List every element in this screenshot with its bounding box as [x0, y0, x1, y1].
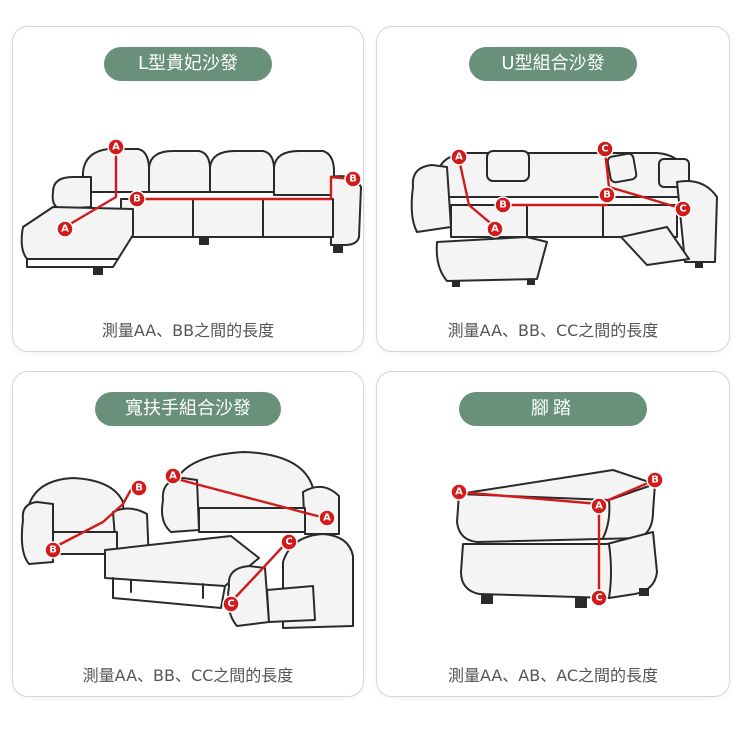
svg-text:B: B — [499, 200, 507, 211]
panel-l-shaped-sofa: L型貴妃沙發 A A B B 測量AA、BB之間的長度 — [12, 26, 364, 352]
svg-text:C: C — [595, 593, 602, 604]
svg-text:A: A — [491, 224, 499, 235]
panel-title: L型貴妃沙發 — [104, 47, 272, 81]
svg-text:A: A — [455, 152, 463, 163]
svg-text:B: B — [603, 190, 611, 201]
marker-b-left: B — [44, 541, 62, 559]
marker-a-left: A — [450, 483, 468, 501]
marker-b-left: B — [128, 190, 146, 208]
marker-a-bottom: A — [486, 220, 504, 238]
panel-title: 寬扶手組合沙發 — [95, 392, 281, 426]
svg-text:A: A — [595, 501, 603, 512]
svg-text:B: B — [133, 194, 141, 205]
marker-c-right: C — [674, 200, 692, 218]
u-shaped-sofa-illustration: A A B B C C — [410, 140, 718, 287]
svg-text:A: A — [112, 142, 120, 153]
marker-c-bottom: C — [222, 595, 240, 613]
svg-text:C: C — [285, 537, 292, 548]
svg-text:B: B — [135, 483, 143, 494]
svg-text:C: C — [227, 599, 234, 610]
panel-footstool: 腳踏 A A B C 測量AA、AB、AC之間的長度 — [376, 371, 730, 697]
l-shaped-sofa-illustration: A A B B — [20, 138, 362, 275]
svg-text:A: A — [61, 224, 69, 235]
panel-title: U型組合沙發 — [469, 47, 637, 81]
marker-a-corner: A — [590, 497, 608, 515]
svg-text:A: A — [169, 471, 177, 482]
marker-b-left: B — [494, 196, 512, 214]
svg-text:A: A — [323, 513, 331, 524]
marker-a-top: A — [107, 138, 125, 156]
marker-a-bottom: A — [56, 220, 74, 238]
wide-arm-sofa-illustration: B B A A C C — [20, 451, 354, 629]
svg-text:A: A — [455, 487, 463, 498]
marker-a-top: A — [450, 148, 468, 166]
svg-text:C: C — [601, 144, 608, 155]
marker-b-right: B — [646, 471, 664, 489]
svg-text:B: B — [349, 174, 357, 185]
marker-a-top: A — [164, 467, 182, 485]
marker-b-right: B — [598, 186, 616, 204]
marker-c-bottom: C — [590, 589, 608, 607]
footstool-illustration: A A B C — [450, 469, 664, 608]
marker-c-top: C — [596, 140, 614, 158]
svg-text:C: C — [679, 204, 686, 215]
panel-wide-arm-sofa: 寬扶手組合沙發 B B A A C C 測量AA、BB、CC之間的長度 — [12, 371, 364, 697]
marker-c-top: C — [280, 533, 298, 551]
panel-caption: 測量AA、AB、AC之間的長度 — [447, 666, 659, 685]
svg-text:B: B — [49, 545, 57, 556]
panel-u-shaped-sofa: U型組合沙發 A A B B C C 測量AA、BB、CC之間的長度 — [376, 26, 730, 352]
panel-caption: 測量AA、BB、CC之間的長度 — [82, 666, 294, 685]
marker-a-right: A — [318, 509, 336, 527]
svg-text:B: B — [651, 475, 659, 486]
panel-caption: 測量AA、BB、CC之間的長度 — [447, 321, 659, 340]
panel-title: 腳踏 — [459, 392, 647, 426]
panel-caption: 測量AA、BB之間的長度 — [101, 321, 275, 340]
marker-b-right: B — [344, 170, 362, 188]
marker-b-top: B — [130, 479, 148, 497]
